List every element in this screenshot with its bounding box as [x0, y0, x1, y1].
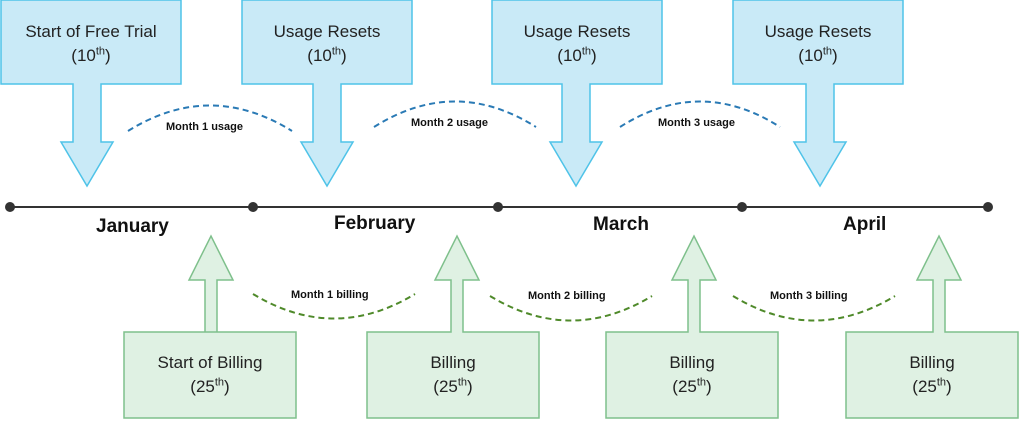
billing-callout-date: (25th) [912, 376, 952, 396]
usage-callout-shape [241, 0, 413, 188]
usage-arc-label: Month 2 usage [411, 117, 489, 129]
billing-arc-label: Month 1 billing [291, 289, 369, 301]
usage-callout-shape [732, 0, 904, 188]
timeline-dot [737, 202, 747, 212]
usage-callout-label: Usage Resets (10th) [242, 20, 412, 68]
usage-callout-date: (10th) [557, 45, 597, 65]
usage-callout-shape [0, 0, 182, 188]
month-label-january: January [96, 216, 169, 237]
billing-callout-title: Billing [430, 353, 476, 372]
usage-arc [619, 100, 781, 128]
billing-callout-label: Billing (25th) [367, 351, 539, 399]
timeline-dot [5, 202, 15, 212]
billing-callout-date: (25th) [433, 376, 473, 396]
usage-arc [127, 104, 293, 132]
usage-callout-title: Usage Resets [523, 22, 631, 41]
billing-arc-label: Month 3 billing [770, 290, 848, 302]
usage-callout-shape [491, 0, 663, 188]
billing-callout-label: Billing (25th) [846, 351, 1018, 399]
billing-arc [252, 293, 416, 320]
usage-callout-date: (10th) [798, 45, 838, 65]
usage-callout-title: Usage Resets [764, 22, 872, 41]
usage-callout-title: Start of Free Trial [25, 22, 157, 41]
billing-callout-date: (25th) [190, 376, 230, 396]
usage-callout-label: Usage Resets (10th) [733, 20, 903, 68]
month-label-april: April [843, 214, 887, 235]
usage-callout-date: (10th) [307, 45, 347, 65]
billing-callout-shape [123, 234, 297, 419]
billing-arc [489, 295, 653, 322]
usage-arc-label: Month 1 usage [166, 121, 244, 133]
usage-callout-title: Usage Resets [273, 22, 381, 41]
timeline-dot [248, 202, 258, 212]
usage-callout-label: Start of Free Trial (10th) [1, 20, 181, 68]
billing-callout-label: Start of Billing (25th) [124, 351, 296, 399]
timeline-dot [983, 202, 993, 212]
usage-arc [373, 100, 537, 128]
usage-arc-label: Month 3 usage [658, 117, 736, 129]
billing-callout-date: (25th) [672, 376, 712, 396]
billing-callout-shape [605, 234, 779, 419]
billing-callout-shape [366, 234, 540, 419]
billing-arc-label: Month 2 billing [528, 290, 606, 302]
billing-callout-shape [845, 234, 1019, 419]
usage-callout-date: (10th) [71, 45, 111, 65]
billing-callout-title: Start of Billing [157, 353, 263, 372]
billing-callout-label: Billing (25th) [606, 351, 778, 399]
month-label-february: February [334, 213, 416, 234]
billing-callout-title: Billing [669, 353, 715, 372]
billing-arc [732, 295, 896, 322]
usage-callout-label: Usage Resets (10th) [492, 20, 662, 68]
billing-callout-title: Billing [909, 353, 955, 372]
month-label-march: March [593, 214, 649, 235]
timeline-dot [493, 202, 503, 212]
